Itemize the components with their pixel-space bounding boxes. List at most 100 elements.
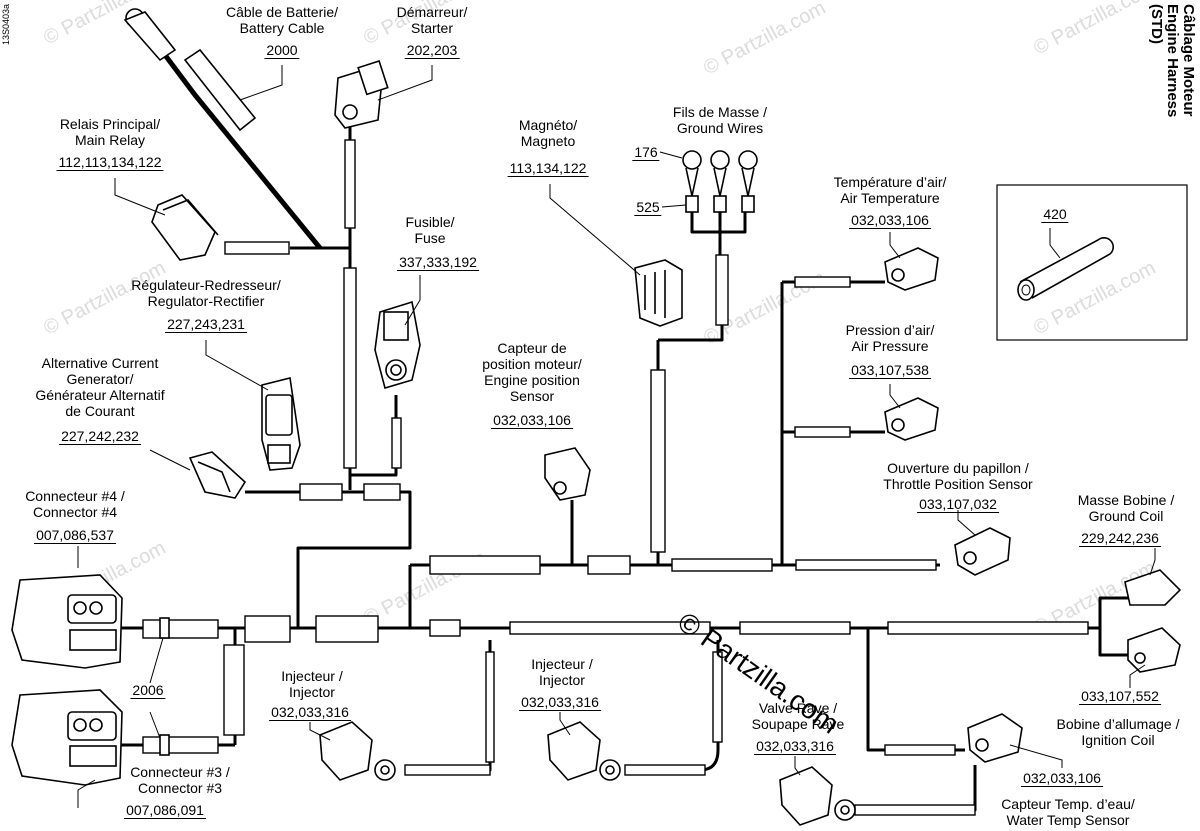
throttle-label-fr: Ouverture du papillon / (887, 460, 1029, 476)
main-relay-connector (151, 194, 219, 261)
connector-3-label-fr: Connecteur #3 / (130, 764, 230, 780)
fuse-part[interactable]: 337,333,192 (397, 254, 479, 271)
generator-label: Alternative Current Generator/ Générateu… (35, 355, 164, 419)
starter-part[interactable]: 202,203 (404, 42, 460, 59)
ground-wires-part-b[interactable]: 525 (634, 199, 662, 216)
starter-connector (334, 59, 389, 129)
components (11, 8, 1182, 826)
generator-part[interactable]: 227,242,232 (59, 428, 141, 445)
rave-valve-connector (779, 766, 856, 826)
connector-4-part[interactable]: 007,086,537 (34, 527, 116, 544)
generator-label-line-2: Generator/ (66, 371, 134, 387)
magneto-label: Magnéto/ Magneto (519, 117, 577, 149)
water-temp-label-en: Water Temp Sensor (1006, 812, 1130, 828)
injector-1-connector (319, 721, 396, 781)
magneto-label-en: Magneto (520, 133, 576, 149)
ignition-coil-label-en: Ignition Coil (1081, 732, 1155, 748)
ground-wires-label-fr: Fils de Masse / (672, 104, 768, 120)
tube-inset (996, 184, 1188, 341)
engine-position-label-line-1: Capteur de (497, 340, 567, 356)
throttle-label-en: Throttle Position Sensor (883, 476, 1033, 492)
ground-ring-terminals (682, 150, 758, 213)
water-temp-part[interactable]: 032,033,106 (1021, 770, 1103, 787)
main-relay-label: Relais Principal/ Main Relay (60, 116, 160, 148)
regulator-part[interactable]: 227,243,231 (165, 316, 247, 333)
clip-part[interactable]: 2006 (130, 682, 166, 699)
page-title: Câblage Moteur Engine Harness (STD) (1148, 4, 1197, 118)
engine-position-sensor (544, 447, 591, 501)
ground-coil-label: Masse Bobine / Ground Coil (1078, 492, 1175, 524)
air-pressure-label-fr: Pression d’air/ (845, 322, 935, 338)
connector-3-body (11, 689, 123, 786)
battery-cable-part[interactable]: 2000 (264, 42, 300, 59)
connector-3-part[interactable]: 007,086,091 (124, 802, 206, 819)
clip-2006 (159, 617, 170, 756)
main-relay-label-en: Main Relay (74, 132, 146, 148)
injector-1-label-fr: Injecteur / (281, 668, 343, 684)
injector-1-label-en: Injector (289, 684, 335, 700)
engine-position-label-line-3: Engine position (484, 372, 580, 388)
injector-2-label-en: Injector (539, 672, 585, 688)
throttle-label: Ouverture du papillon / Throttle Positio… (883, 460, 1032, 492)
magneto-label-fr: Magnéto/ (518, 117, 578, 133)
magneto-part[interactable]: 113,134,122 (507, 160, 589, 177)
connector-4-label-fr: Connecteur #4 / (25, 488, 125, 504)
fuse-holder (374, 300, 421, 390)
main-relay-part[interactable]: 112,113,134,122 (56, 154, 164, 171)
air-temp-part[interactable]: 032,033,106 (849, 212, 931, 229)
ignition-coil-connector (1127, 627, 1181, 673)
generator-label-line-4: de Courant (65, 403, 135, 419)
regulator-label-fr: Régulateur-Redresseur/ (131, 277, 281, 293)
regulator-connector (261, 377, 301, 471)
starter-label: Démarreur/ Starter (397, 4, 468, 36)
ground-wires-part-a[interactable]: 176 (632, 144, 660, 161)
air-temp-label: Température d’air/ Air Temperature (834, 174, 947, 206)
injector-2-part[interactable]: 032,033,316 (519, 694, 601, 711)
connector-4-label-en: Connector #4 (32, 504, 118, 520)
injector-2-connector (547, 721, 621, 781)
ignition-coil-part[interactable]: 033,107,552 (1079, 688, 1161, 705)
injector-2-label: Injecteur / Injector (531, 656, 592, 688)
ground-wires-label-en: Ground Wires (676, 120, 764, 136)
water-temp-sensor (967, 713, 1023, 763)
connector-4-body (11, 574, 123, 669)
injector-2-label-fr: Injecteur / (531, 656, 593, 672)
rave-valve-part[interactable]: 032,033,316 (754, 738, 836, 755)
injector-1-label: Injecteur / Injector (281, 668, 342, 700)
fuse-label-en: Fuse (414, 230, 446, 246)
engine-position-label-line-2: position moteur/ (482, 356, 582, 372)
ground-wires-label: Fils de Masse / Ground Wires (673, 104, 767, 136)
regulator-label-en: Regulator-Rectifier (147, 293, 265, 309)
air-pressure-sensor (884, 397, 939, 441)
tube-part[interactable]: 420 (1041, 206, 1069, 223)
air-pressure-label-en: Air Pressure (851, 338, 929, 354)
engine-position-label: Capteur de position moteur/ Engine posit… (482, 340, 582, 404)
title-line-1: Câblage Moteur (1180, 4, 1197, 117)
engine-position-label-line-4: Sensor (509, 388, 555, 404)
fuse-label: Fusible/ Fuse (405, 214, 454, 246)
injector-1-part[interactable]: 032,033,316 (269, 704, 351, 721)
rave-valve-label: Valve Rave / Soupape Rave (752, 700, 845, 732)
fuse-label-fr: Fusible/ (405, 214, 455, 230)
ignition-coil-label-fr: Bobine d’allumage / (1056, 716, 1180, 732)
ground-coil-part[interactable]: 229,242,236 (1079, 530, 1161, 547)
ground-coil-connector (1124, 569, 1182, 606)
magneto-connector (634, 259, 683, 327)
rave-valve-label-en: Soupape Rave (751, 716, 845, 732)
engine-position-part[interactable]: 032,033,106 (491, 412, 573, 429)
throttle-part[interactable]: 033,107,032 (917, 496, 999, 513)
starter-label-fr: Démarreur/ (396, 4, 468, 20)
connector-3-label-en: Connector #3 (137, 780, 223, 796)
battery-cable-label-fr: Câble de Batterie/ (225, 4, 339, 20)
battery-cable-terminal (123, 8, 257, 132)
air-temp-label-en: Air Temperature (840, 190, 940, 206)
regulator-label: Régulateur-Redresseur/ Regulator-Rectifi… (131, 277, 280, 309)
air-pressure-part[interactable]: 033,107,538 (849, 362, 931, 379)
title-line-2: Engine Harness (1164, 4, 1181, 118)
air-pressure-label: Pression d’air/ Air Pressure (846, 322, 935, 354)
water-temp-label-fr: Capteur Temp. d’eau/ (1001, 796, 1135, 812)
title-line-3: (STD) (1148, 4, 1165, 44)
generator-label-line-1: Alternative Current (41, 355, 159, 371)
generator-label-line-3: Générateur Alternatif (35, 387, 165, 403)
